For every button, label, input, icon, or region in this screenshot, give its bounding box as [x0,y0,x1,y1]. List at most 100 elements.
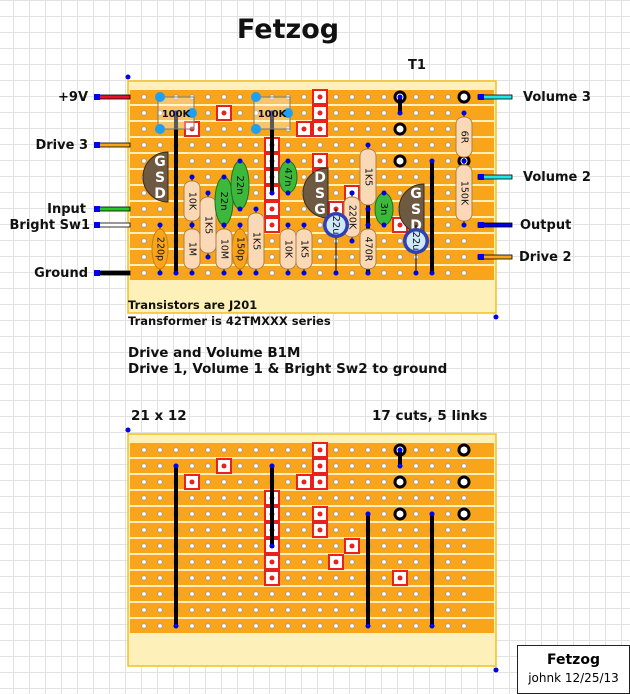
hole [141,270,147,276]
corner-marker [125,74,131,80]
cap-label: 150p [235,237,246,261]
hole [333,543,339,549]
hole [141,126,147,132]
copper-strip [130,491,494,505]
track-cut-dot [317,479,323,485]
hole [365,479,371,485]
hole [141,543,147,549]
hole [141,623,147,629]
hole [221,591,227,597]
hole [397,607,403,613]
hole [317,575,323,581]
hole [205,607,211,613]
link-end [429,270,435,276]
hole [349,94,355,100]
hole [189,559,195,565]
track-cut-dot [269,575,275,581]
wire-label-volume3: Volume 3 [523,90,591,105]
resistor [455,116,473,158]
hole [253,158,259,164]
hole [269,270,275,276]
track-cut-dot [301,126,307,132]
hole [413,607,419,613]
hole [413,142,419,148]
hole [301,623,307,629]
hole [253,174,259,180]
hole [397,559,403,565]
hole [445,206,451,212]
copper-strip [130,619,494,633]
hole [253,463,259,469]
hole [141,142,147,148]
hole [397,543,403,549]
hole [205,110,211,116]
corner-marker [125,427,131,433]
jfet-pin-label: S [411,202,421,218]
transformer-pad [393,507,407,521]
hole [157,559,163,565]
hole [285,495,291,501]
hole [237,447,243,453]
hole [381,142,387,148]
hole [333,463,339,469]
hole [413,559,419,565]
hole [317,559,323,565]
hole [397,527,403,533]
hole [141,190,147,196]
copper-strip [130,587,494,601]
hole [141,158,147,164]
hole [285,479,291,485]
track-cut-dot [349,543,355,549]
hole [205,463,211,469]
hole [445,527,451,533]
cap-label: 22u [330,215,341,234]
lead-dot [461,158,467,164]
hole [461,623,467,629]
hole [141,447,147,453]
hole [237,543,243,549]
hole [349,270,355,276]
offboard-wire [95,270,131,276]
trimmer-pin [251,124,261,134]
hole [157,575,163,581]
hole [253,591,259,597]
transformer-pad [393,154,407,168]
hole [317,238,323,244]
resistor-label: 1K5 [203,216,214,234]
hole [397,238,403,244]
track-cut-dot [317,126,323,132]
copper-strip [130,539,494,553]
link-end [429,511,435,517]
hole [381,126,387,132]
lead-dot [301,222,307,228]
hole [381,543,387,549]
hole [269,254,275,260]
hole [445,511,451,517]
hole [317,270,323,276]
hole [301,543,307,549]
hole [349,575,355,581]
hole [189,447,195,453]
hole [301,158,307,164]
hole [333,158,339,164]
hole [381,270,387,276]
hole [285,463,291,469]
hole [253,607,259,613]
track-cut-dot [301,479,307,485]
hole [381,527,387,533]
hole [141,254,147,260]
copper-strip [130,138,494,152]
cap-label: 22n [234,175,245,194]
hole [253,623,259,629]
hole [253,190,259,196]
hole [349,463,355,469]
resistor-label: 1K5 [299,240,310,258]
hole [413,126,419,132]
hole [205,479,211,485]
transformer-pad [393,475,407,489]
hole [301,463,307,469]
hole [221,94,227,100]
hole [301,142,307,148]
hole [189,158,195,164]
